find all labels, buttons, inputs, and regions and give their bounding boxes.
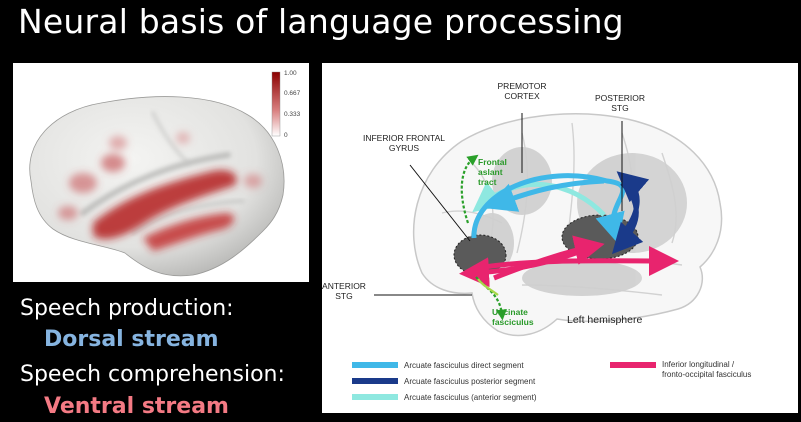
- slide-title: Neural basis of language processing: [18, 2, 624, 41]
- caption-speech-production: Speech production:: [20, 296, 234, 321]
- legend-swatch: [352, 394, 398, 400]
- label-posterior-stg: POSTERIOR: [595, 93, 645, 103]
- legend-swatch: [352, 362, 398, 368]
- caption-dorsal-stream: Dorsal stream: [44, 327, 219, 352]
- legend-swatch: [610, 362, 656, 368]
- leader-lines: [374, 113, 623, 296]
- label-inferior-frontal-gyrus-2: GYRUS: [389, 143, 420, 153]
- legend: Arcuate fasciculus direct segment Arcuat…: [352, 360, 751, 402]
- language-pathways-panel: PREMOTOR CORTEX POSTERIOR STG INFERIOR F…: [322, 63, 798, 413]
- cortex-heatmap: 1.00 0.667 0.333 0: [29, 70, 301, 277]
- legend-label: Arcuate fasciculus (anterior segment): [404, 393, 537, 402]
- legend-label: Arcuate fasciculus posterior segment: [404, 377, 536, 386]
- ilf-fasciculus-b: [459, 244, 593, 288]
- label-posterior-stg-2: STG: [611, 103, 628, 113]
- legend-swatch: [352, 378, 398, 384]
- caption-speech-comprehension: Speech comprehension:: [20, 362, 285, 387]
- caption-ventral-stream: Ventral stream: [44, 394, 229, 419]
- colorbar: [271, 71, 281, 137]
- frontal-aslant-tract: [460, 154, 479, 224]
- label-premotor-cortex-2: CORTEX: [504, 91, 540, 101]
- cortex-heatmap-panel: 1.00 0.667 0.333 0: [13, 63, 309, 282]
- label-uncinate: Uncinate: [492, 307, 528, 317]
- colorbar-tick: 1.00: [284, 70, 297, 77]
- legend-label: Arcuate fasciculus direct segment: [404, 361, 524, 370]
- label-uncinate-2: fasciculus: [492, 317, 534, 327]
- legend-label: Inferior longitudinal /: [662, 360, 735, 369]
- activation-map: [58, 132, 262, 251]
- legend-label: fronto-occipital fasciculus: [662, 370, 751, 379]
- label-anterior-stg-2: STG: [335, 291, 352, 301]
- label-anterior-stg: ANTERIOR: [322, 281, 366, 291]
- label-frontal-aslant-2: aslant: [478, 167, 503, 177]
- arcuate-direct-segment-arrow: [485, 178, 605, 212]
- label-inferior-frontal-gyrus: INFERIOR FRONTAL: [363, 133, 445, 143]
- colorbar-tick: 0.667: [284, 90, 301, 97]
- label-frontal-aslant: Frontal: [478, 157, 507, 167]
- colorbar-tick: 0.333: [284, 111, 301, 118]
- language-pathways-diagram: PREMOTOR CORTEX POSTERIOR STG INFERIOR F…: [322, 81, 751, 402]
- label-frontal-aslant-3: tract: [478, 177, 497, 187]
- uncinate-fasciculus: [475, 276, 507, 321]
- uncinate-fasciculus-b: [477, 278, 499, 296]
- label-left-hemisphere: Left hemisphere: [567, 314, 642, 326]
- arcuate-posterior-segment-b: [611, 181, 644, 255]
- colorbar-tick: 0: [284, 132, 288, 139]
- label-premotor-cortex: PREMOTOR: [498, 81, 547, 91]
